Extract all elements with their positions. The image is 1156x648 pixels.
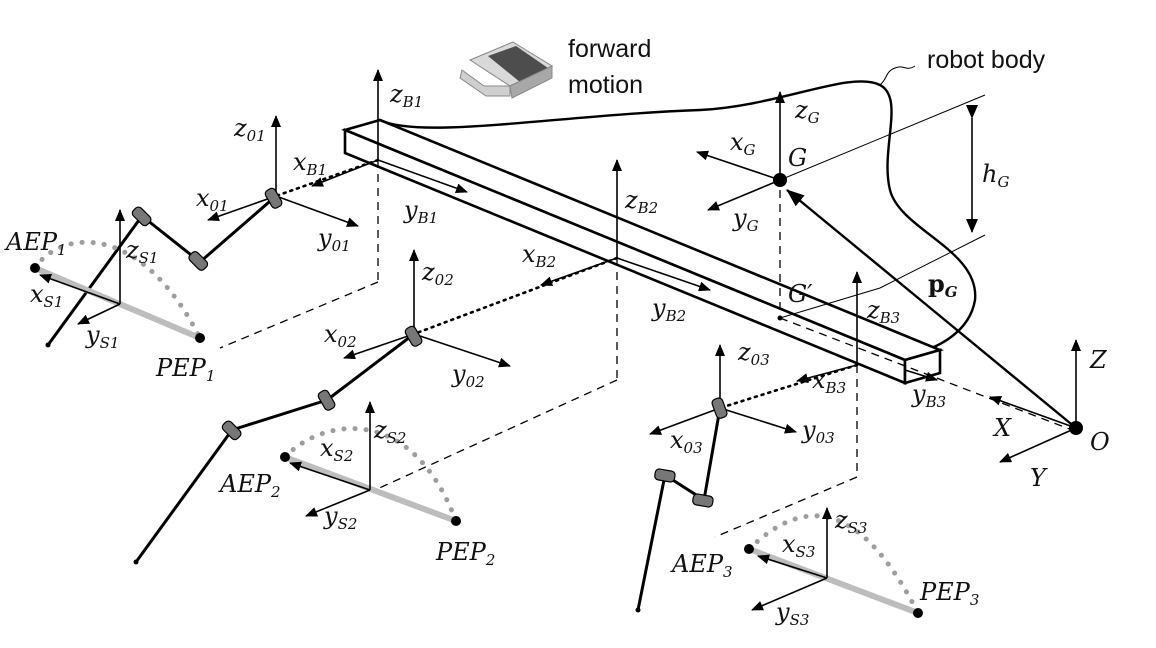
leg-3 <box>635 344 859 613</box>
label-zG: zG <box>794 96 820 127</box>
label-Y: Y <box>1030 464 1048 492</box>
label-Gprime: G′ <box>788 280 813 308</box>
label-AEP3: AEP3 <box>670 550 733 581</box>
label-yS1: yS1 <box>85 321 119 352</box>
label-xS3: xS3 <box>782 530 815 561</box>
label-zB3: zB3 <box>866 296 900 327</box>
label-x02: x02 <box>324 320 357 351</box>
body-beam <box>341 118 944 385</box>
support-frame-1 <box>30 209 205 343</box>
label-PEP1: PEP1 <box>155 354 215 385</box>
label-xB2: xB2 <box>522 240 556 271</box>
label-zS3: zS3 <box>834 506 867 537</box>
leg-1 <box>45 115 380 348</box>
label-zS1: zS1 <box>125 236 158 267</box>
label-zB2: zB2 <box>624 186 658 217</box>
label-yG: yG <box>732 204 759 235</box>
label-z01: z01 <box>233 114 266 145</box>
motion-label: motion <box>568 71 643 99</box>
label-zB1: zB1 <box>389 80 423 111</box>
robot-body-label: robot body <box>927 46 1046 74</box>
label-xS2: xS2 <box>320 434 353 465</box>
label-yS3: yS3 <box>775 598 809 629</box>
label-x01: x01 <box>196 184 229 215</box>
robot-body-callout <box>879 65 916 86</box>
label-yB2: yB2 <box>651 294 686 325</box>
label-xS1: xS1 <box>30 280 63 311</box>
label-xB3: xB3 <box>812 366 846 397</box>
world-frame <box>786 189 1083 463</box>
label-AEP1: AEP1 <box>4 228 67 259</box>
label-X: X <box>992 414 1012 442</box>
forward-label: forward <box>568 35 651 63</box>
label-G: G <box>788 144 807 172</box>
forward-motion-icon <box>459 41 554 99</box>
support-frame-2 <box>280 401 461 526</box>
label-x03: x03 <box>670 426 703 457</box>
label-PEP3: PEP3 <box>919 578 979 609</box>
label-y01: y01 <box>317 224 351 255</box>
support-frame-3 <box>744 507 923 618</box>
label-xG: xG <box>730 128 756 159</box>
label-yB1: yB1 <box>403 196 438 227</box>
leg-2 <box>133 249 619 565</box>
label-z02: z02 <box>421 258 454 289</box>
robot-body-outline <box>379 80 977 357</box>
label-z03: z03 <box>737 338 770 369</box>
cog-frame <box>696 91 986 321</box>
label-PEP2: PEP2 <box>435 538 495 569</box>
label-hG: hG <box>982 160 1009 191</box>
label-pG: pG <box>928 269 958 301</box>
label-zS2: zS2 <box>373 416 406 447</box>
label-xB1: xB1 <box>293 148 327 179</box>
label-yB3: yB3 <box>911 380 946 411</box>
label-AEP2: AEP2 <box>218 470 281 501</box>
label-Z: Z <box>1089 346 1108 374</box>
label-y03: y03 <box>801 416 835 447</box>
label-y02: y02 <box>451 360 485 391</box>
label-yS2: yS2 <box>323 502 357 533</box>
body-frame-3 <box>796 271 938 383</box>
label-O: O <box>1090 428 1110 456</box>
